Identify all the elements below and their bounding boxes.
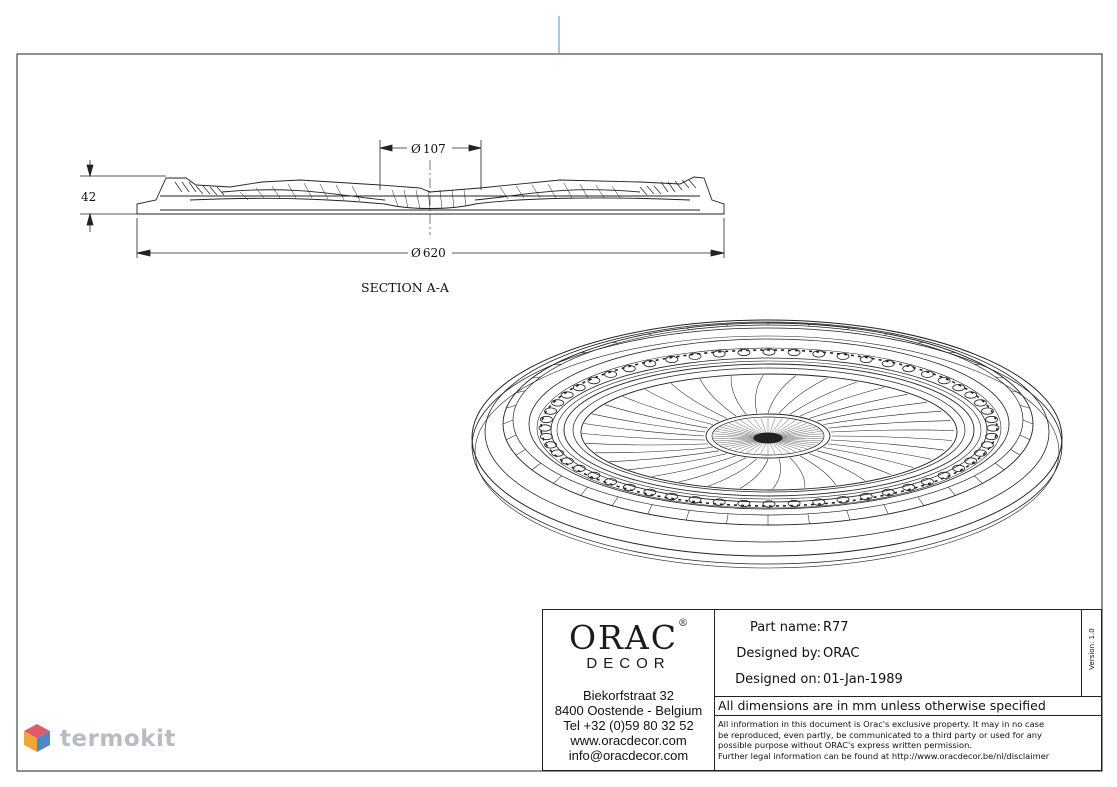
legal-notice: All information in this document is Orac…: [714, 717, 1101, 770]
rosette-isometric-view: [471, 319, 1063, 569]
part-name-value: R77: [823, 620, 849, 635]
drawing-border: [16, 53, 1103, 772]
watermark-text: termokit: [60, 726, 176, 752]
address-city: 8400 Oostende - Belgium: [554, 703, 703, 718]
legal-line: All information in this document is Orac…: [718, 719, 1045, 729]
address-email[interactable]: info@oracdecor.com: [568, 748, 689, 763]
legal-line-disclaimer[interactable]: Further legal information can be found a…: [718, 750, 1050, 761]
section-label: SECTION A-A: [361, 280, 450, 295]
dimension-height-label: 42: [81, 190, 96, 204]
section-profile: [136, 176, 725, 215]
title-block: ORAC® DECOR Biekorfstraat 32 8400 Oosten…: [542, 609, 1102, 771]
dimension-outer-diameter: [136, 218, 725, 258]
designed-by-value: ORAC: [823, 646, 860, 661]
designed-on-label: Designed on:: [735, 672, 821, 687]
company-address: Biekorfstraat 32 8400 Oostende - Belgium…: [543, 688, 714, 763]
version-cell: Version: 1.0: [1081, 610, 1102, 697]
designed-by-label: Designed by:: [736, 646, 821, 661]
dimensions-note: All dimensions are in mm unless otherwis…: [714, 696, 1101, 716]
designed-on-value: 01-Jan-1989: [823, 672, 903, 687]
watermark: termokit: [24, 722, 184, 762]
dimension-height: [80, 160, 166, 232]
version-text: Version: 1.0: [1088, 628, 1096, 670]
legal-line: be reproduced, even partly, be communica…: [718, 729, 1042, 740]
decor-logo-text: DECOR: [586, 655, 671, 672]
address-website[interactable]: www.oracdecor.com: [570, 733, 687, 748]
address-street: Biekorfstraat 32: [582, 688, 675, 703]
legal-line: possible purpose without ORAC's express …: [718, 740, 973, 750]
part-name-label: Part name:: [749, 620, 821, 635]
dimension-inner-diameter: [379, 140, 482, 190]
address-phone: Tel +32 (0)59 80 32 52: [563, 718, 694, 733]
part-info: Part name: R77 Designed by: ORAC Designe…: [714, 610, 1081, 697]
company-block: ORAC® DECOR Biekorfstraat 32 8400 Oosten…: [543, 610, 715, 770]
orac-logo: ORAC®: [569, 618, 688, 657]
watermark-logo-icon: [24, 724, 50, 752]
